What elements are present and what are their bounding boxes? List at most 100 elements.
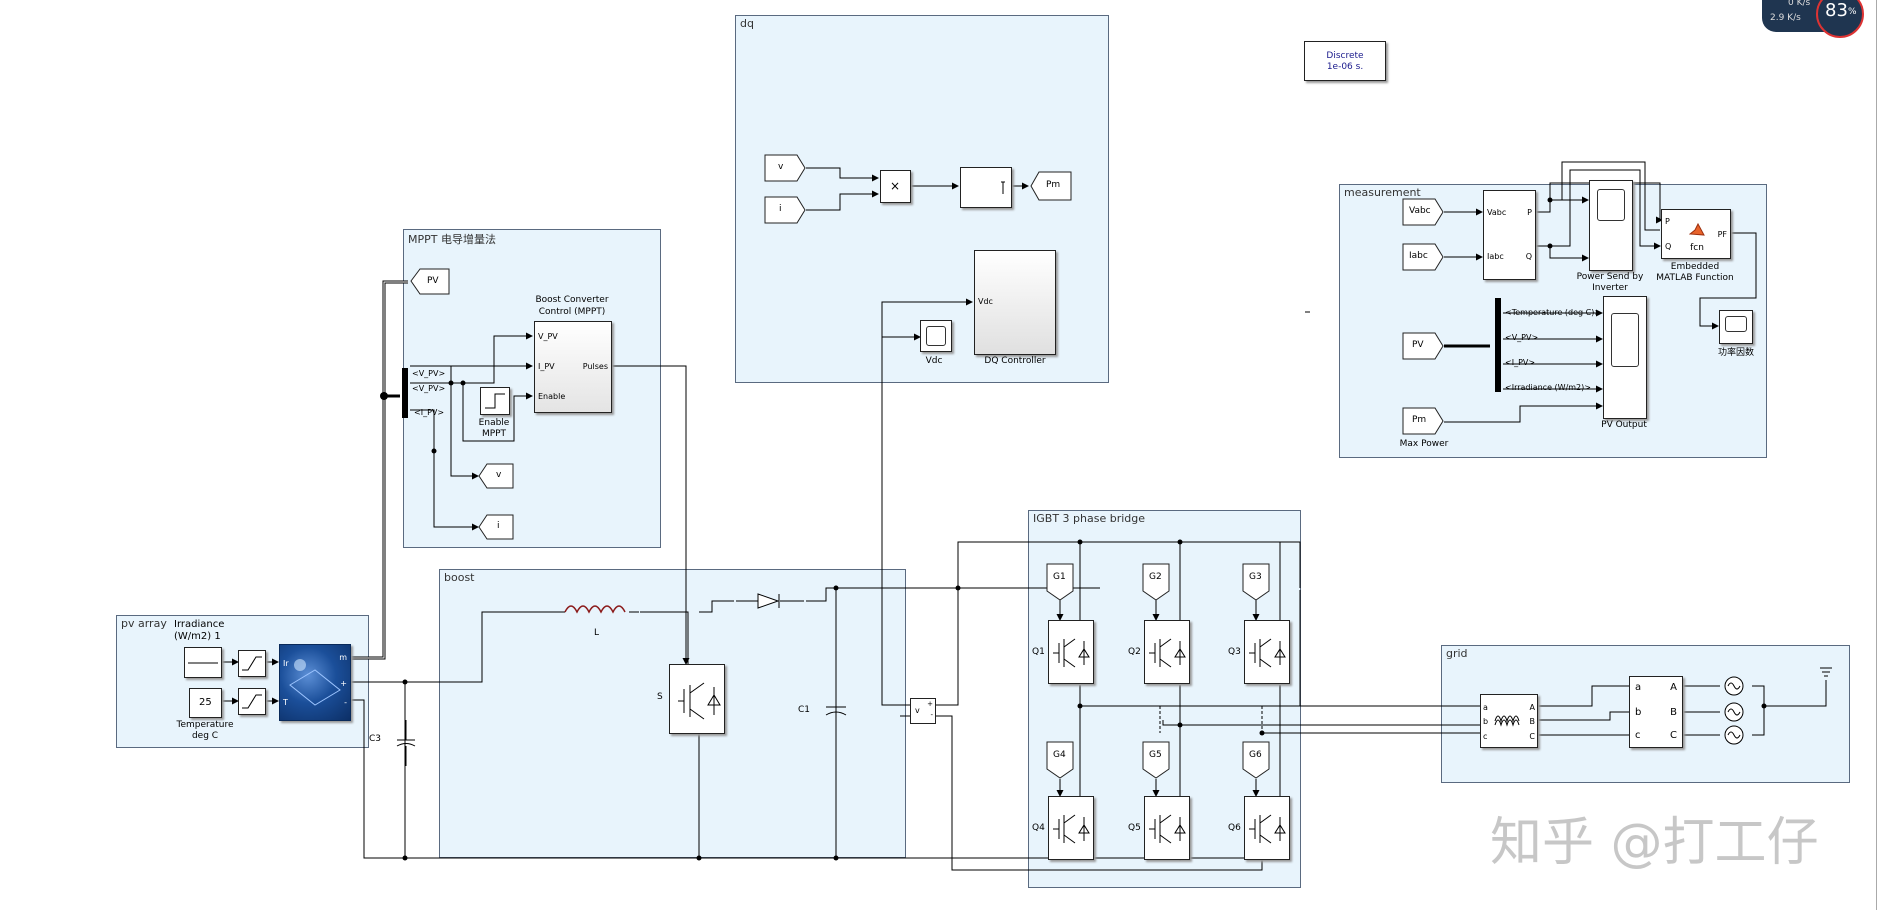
area-title: MPPT 电导增量法 [408,233,496,246]
irradiance-label: Irradiance [174,619,225,630]
igbt-icon [1053,814,1090,844]
cap-c3-block[interactable] [394,720,418,766]
from-vabc-tag[interactable]: Vabc [1402,198,1444,226]
from-pm-tag[interactable]: Pm [1402,407,1444,435]
igbt-switch-q1[interactable] [1048,620,1094,684]
port-iabc: Iabc [1487,252,1504,261]
gate-tag-g5[interactable]: G5 [1142,741,1170,779]
port-a: a [1635,682,1642,693]
ground-icon [1820,667,1832,677]
gate-label: G2 [1149,572,1162,582]
ramp-icon [242,656,262,671]
bus-label-temp: <Temperature (deg C)> [1505,308,1602,317]
port-c: c [1483,732,1488,741]
pf-scope-block[interactable] [1719,310,1753,344]
gate-tag-g3[interactable]: G3 [1242,563,1270,601]
goto-i-tag[interactable]: i [478,514,514,540]
port-vpv: V_PV [538,332,558,341]
powergui-mode: Discrete [1326,51,1364,61]
mppt-controller-title: Boost Converter [535,295,609,305]
gate-label: G3 [1249,572,1262,582]
cap-c1-label: C1 [798,705,811,715]
goto-v-tag[interactable]: v [478,463,514,489]
from-iabc-tag[interactable]: Iabc [1402,243,1444,271]
matlab-logo-icon [1689,222,1705,236]
switch-label: Q4 [1032,823,1045,833]
from-pv-tag[interactable]: PV [1402,332,1444,360]
pv-output-label: PV Output [1601,420,1647,430]
grid-measurement-block[interactable]: a b c A B C [1629,676,1683,748]
port-plus: + [340,679,347,688]
temperature-constant-block[interactable]: 25 [189,688,222,718]
product-block[interactable]: × [880,170,911,203]
power-scope-block[interactable] [1589,180,1633,271]
ac-sources[interactable] [1716,674,1760,746]
diode-block[interactable] [734,590,806,612]
from-i-tag[interactable]: i [764,196,806,224]
powergui-block[interactable]: Discrete 1e-06 s. [1304,41,1386,81]
pv-output-scope-block[interactable] [1603,296,1647,419]
goto-pv-tag[interactable]: PV [410,268,450,295]
from-i-label: i [779,204,782,214]
igbt-switch-q4[interactable] [1048,796,1094,860]
enable-mppt-label-2: MPPT [481,429,507,439]
port-c-out: C [1529,732,1535,741]
gate-tag-g2[interactable]: G2 [1142,563,1170,601]
port-p: P [1527,208,1532,217]
goto-v-label: v [496,470,502,480]
cap-c3-label: C3 [369,734,382,744]
enable-mppt-step-block[interactable] [480,387,510,415]
switch-label: Q6 [1228,823,1241,833]
powergui-step: 1e-06 s. [1326,62,1364,72]
inductor-block[interactable] [553,600,641,624]
gate-tag-g1[interactable]: G1 [1046,563,1074,601]
igbt-icon [1149,814,1186,844]
boost-switch-block[interactable] [669,664,725,734]
pq-block[interactable]: Vabc Iabc P Q [1483,190,1536,280]
speed-up: 0 K/s [1788,0,1811,8]
igbt-switch-q6[interactable] [1244,796,1290,860]
switch-label: Q1 [1032,647,1045,657]
bus-selector[interactable] [402,368,408,418]
cap-c1-block[interactable] [818,690,854,732]
fcn-label-2: MATLAB Function [1656,273,1734,283]
irradiance-ratelimiter-block[interactable] [238,650,266,677]
temperature-value: 25 [199,697,212,708]
from-v-label: v [778,162,784,172]
igbt-switch-q3[interactable] [1244,620,1290,684]
igbt-switch-q2[interactable] [1144,620,1190,684]
embedded-function-block[interactable]: P Q PF fcn [1661,209,1731,259]
temperature-ratelimiter-block[interactable] [238,688,266,715]
irradiance-step-block[interactable] [184,647,222,678]
port-c: c [1635,730,1641,741]
voltage-measurement-block[interactable]: v + - [910,698,936,724]
goto-pv-label: PV [427,276,439,286]
vdc-scope-label: Vdc [925,356,943,366]
watermark: 知乎 @打工仔 [1490,813,1819,873]
product-symbol: × [890,179,901,193]
switch-label: Q2 [1128,647,1141,657]
bus-selector-2[interactable] [1495,298,1501,392]
bus-label-irr: <Irradiance (W/m2)> [1505,383,1591,392]
dq-controller-block[interactable]: Vdc [974,250,1056,355]
port-pf: PF [1717,230,1727,239]
switch-label: S [657,692,663,702]
port-ir: Ir [283,659,289,668]
diode-icon [736,593,804,609]
from-v-tag[interactable]: v [764,154,806,182]
lc-filter-icon [1494,715,1520,727]
grid-filter-block[interactable]: a b c A B C [1480,694,1538,748]
igbt-icon [1249,814,1286,844]
gate-tag-g6[interactable]: G6 [1242,741,1270,779]
gate-label: G5 [1149,750,1162,760]
from-pm-label: Pm [1412,415,1427,425]
memory-block[interactable] [960,167,1012,208]
goto-pm-tag[interactable]: Pm [1030,171,1072,201]
gate-label: G4 [1053,750,1066,760]
pv-array-block[interactable]: m + - Ir T [279,644,351,721]
mppt-controller-block[interactable]: V_PV I_PV Enable Pulses [534,321,612,413]
vdc-scope-block[interactable] [920,320,952,352]
igbt-switch-q5[interactable] [1144,796,1190,860]
gate-tag-g4[interactable]: G4 [1046,741,1074,779]
